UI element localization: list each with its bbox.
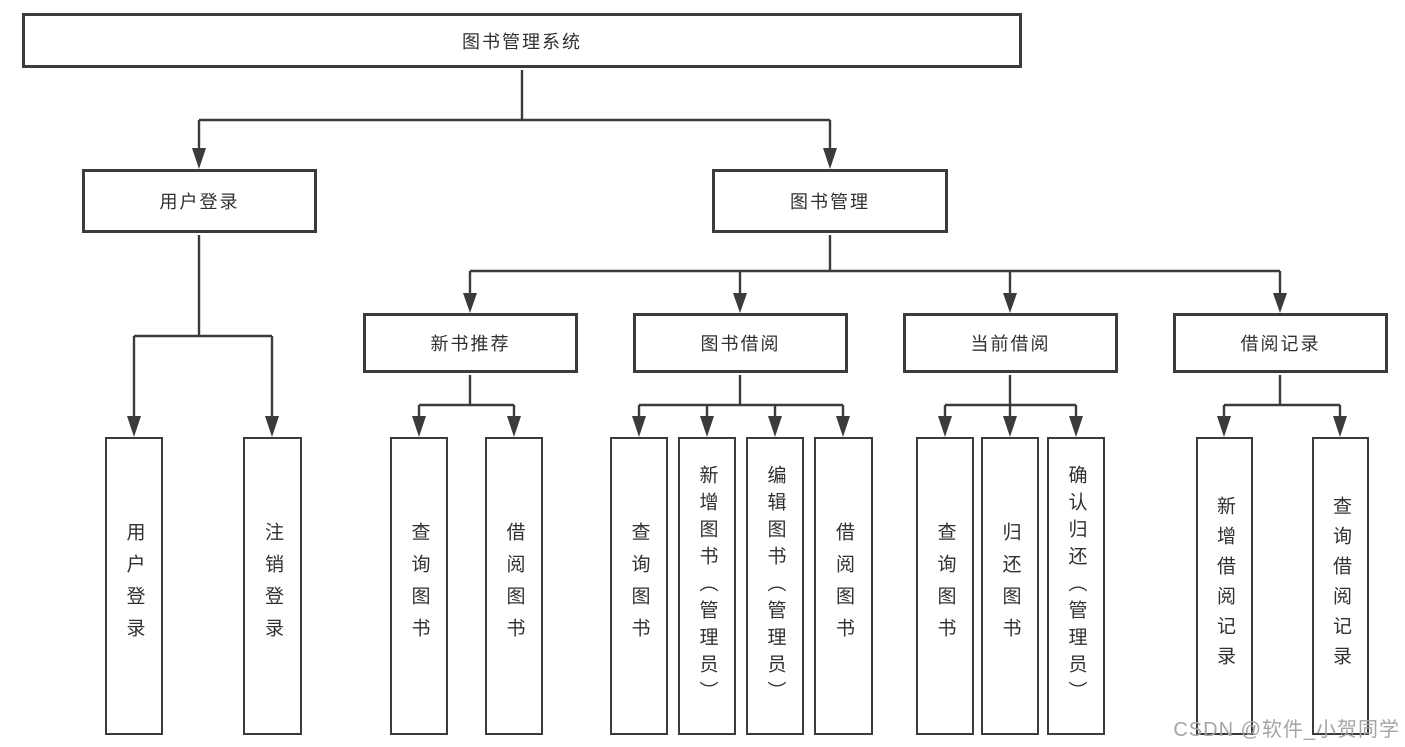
leaf-query-book-2: 查询图书 [610,437,668,735]
connector-records-children [1222,375,1342,417]
arrowheads-leaves [127,416,1347,437]
connector-userlogin-children [132,235,274,417]
leaf-user-login: 用户登录 [105,437,163,735]
leaf-edit-book-admin: 编辑图书（管理员） [746,437,804,735]
connector-root-to-level2 [197,70,832,150]
leaf-query-book-2-label: 查询图书 [628,522,650,650]
leaf-confirm-return-admin: 确认归还（管理员） [1047,437,1105,735]
connector-currentborrow-children [943,375,1078,417]
leaf-add-borrow-record-label: 新增借阅记录 [1214,496,1235,676]
leaf-confirm-return-admin-label: 确认归还（管理员） [1065,464,1087,708]
node-user-login: 用户登录 [82,169,317,233]
node-current-borrow: 当前借阅 [903,313,1118,373]
leaf-return-book-label: 归还图书 [999,522,1021,650]
node-book-management: 图书管理 [712,169,948,233]
node-book-management-label: 图书管理 [790,192,870,212]
leaf-query-book-3-label: 查询图书 [934,522,956,650]
node-new-book-recommend: 新书推荐 [363,313,578,373]
leaf-query-borrow-record: 查询借阅记录 [1312,437,1369,735]
leaf-add-book-admin: 新增图书（管理员） [678,437,736,735]
arrowheads-level3 [463,293,1287,313]
watermark: CSDN @软件_小贺同学 [1173,719,1400,741]
leaf-add-book-admin-label: 新增图书（管理员） [696,464,718,708]
node-borrow-records: 借阅记录 [1173,313,1388,373]
leaf-borrow-book-1-label: 借阅图书 [503,522,525,650]
node-root: 图书管理系统 [22,13,1022,68]
node-root-label: 图书管理系统 [462,31,582,52]
leaf-borrow-book-1: 借阅图书 [485,437,543,735]
connector-bookmgmt-to-level3 [468,235,1282,294]
node-book-borrow: 图书借阅 [633,313,848,373]
node-current-borrow-label: 当前借阅 [970,334,1051,354]
leaf-query-book-1-label: 查询图书 [408,522,430,650]
leaf-add-borrow-record: 新增借阅记录 [1196,437,1253,735]
leaf-query-book-3: 查询图书 [916,437,974,735]
node-user-login-label: 用户登录 [159,192,240,212]
leaf-edit-book-admin-label: 编辑图书（管理员） [764,464,786,708]
leaf-query-book-1: 查询图书 [390,437,448,735]
connector-newbook-children [417,375,516,417]
leaf-query-borrow-record-label: 查询借阅记录 [1330,496,1351,676]
node-borrow-records-label: 借阅记录 [1240,334,1321,354]
node-book-borrow-label: 图书借阅 [700,334,781,354]
leaf-user-login-label: 用户登录 [123,522,145,650]
leaf-logout: 注销登录 [243,437,302,735]
leaf-logout-label: 注销登录 [262,522,283,650]
connector-bookborrow-children [637,375,845,417]
leaf-borrow-book-2-label: 借阅图书 [833,522,854,650]
leaf-borrow-book-2: 借阅图书 [814,437,873,735]
arrowheads-level2 [192,148,837,169]
node-new-book-recommend-label: 新书推荐 [430,334,511,354]
leaf-return-book: 归还图书 [981,437,1039,735]
